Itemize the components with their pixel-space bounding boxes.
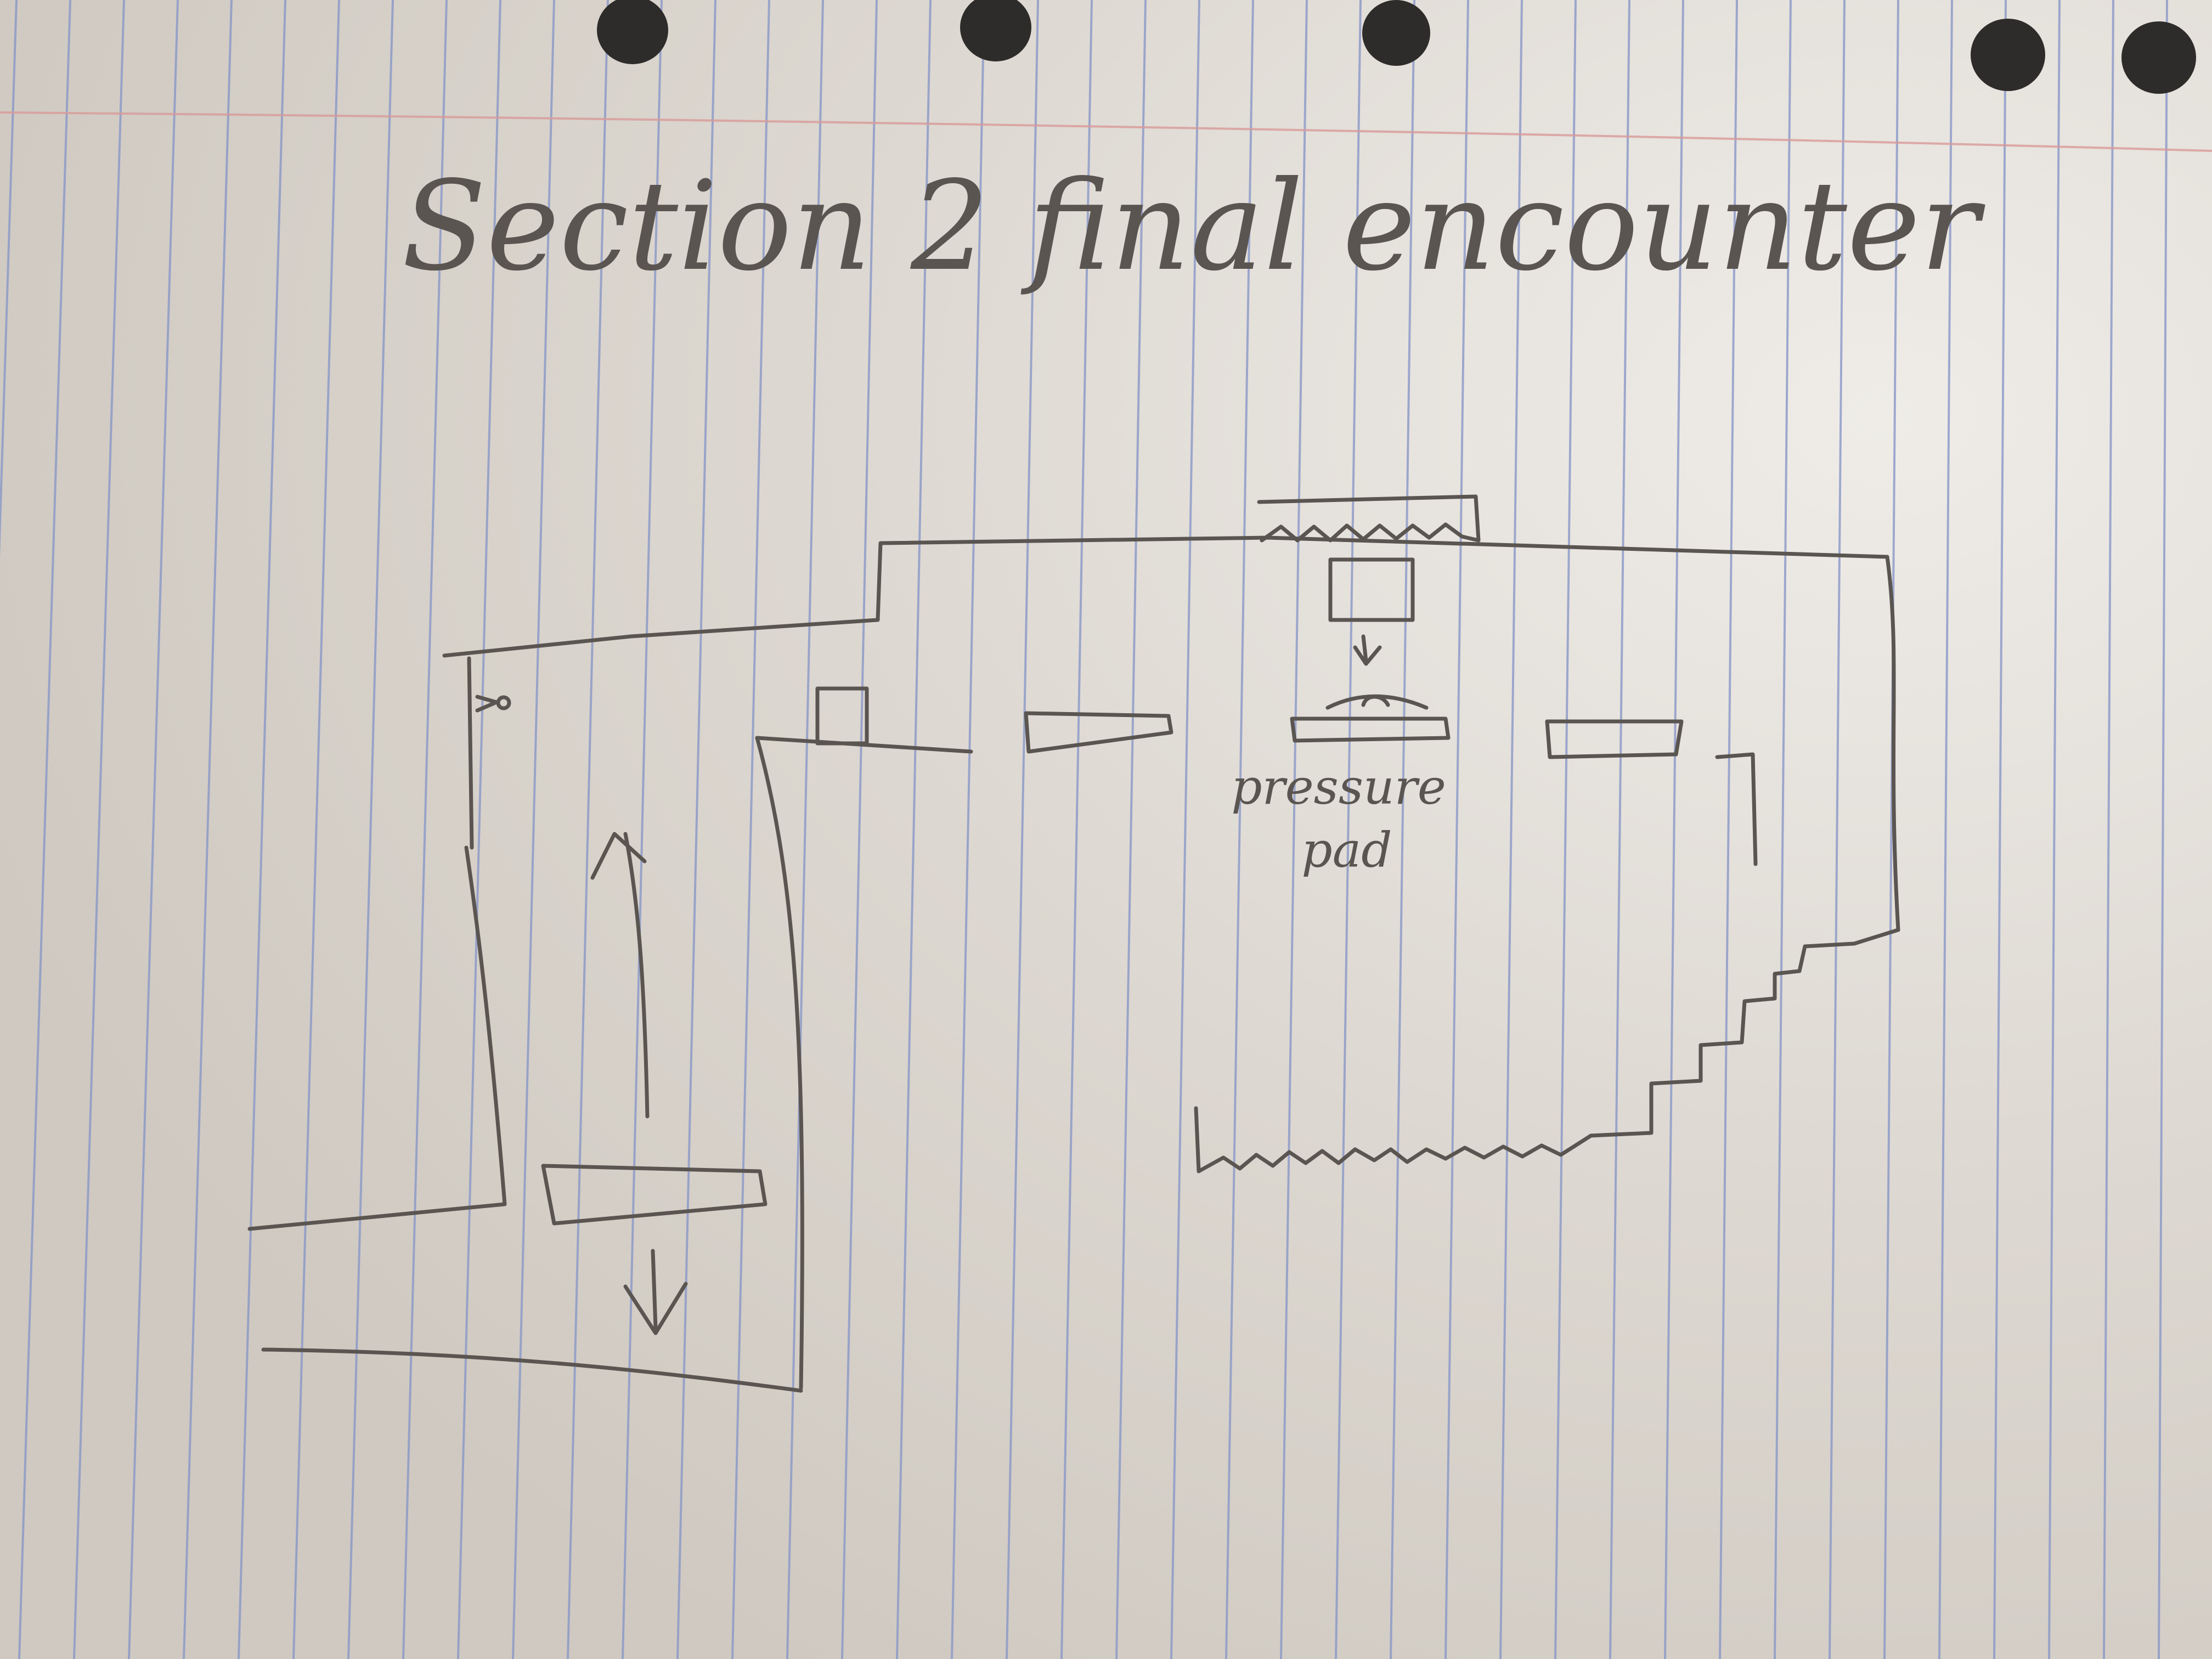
binder-hole	[2121, 21, 2196, 94]
pressure-pad-label-line1: pressure	[1231, 759, 1446, 815]
page-title: Section 2 final encounter	[402, 155, 1985, 298]
pressure-pad-label-line2: pad	[1301, 822, 1392, 878]
binder-hole	[1971, 19, 2045, 91]
binder-hole	[1362, 0, 1430, 66]
left-wall-upper	[469, 658, 472, 848]
